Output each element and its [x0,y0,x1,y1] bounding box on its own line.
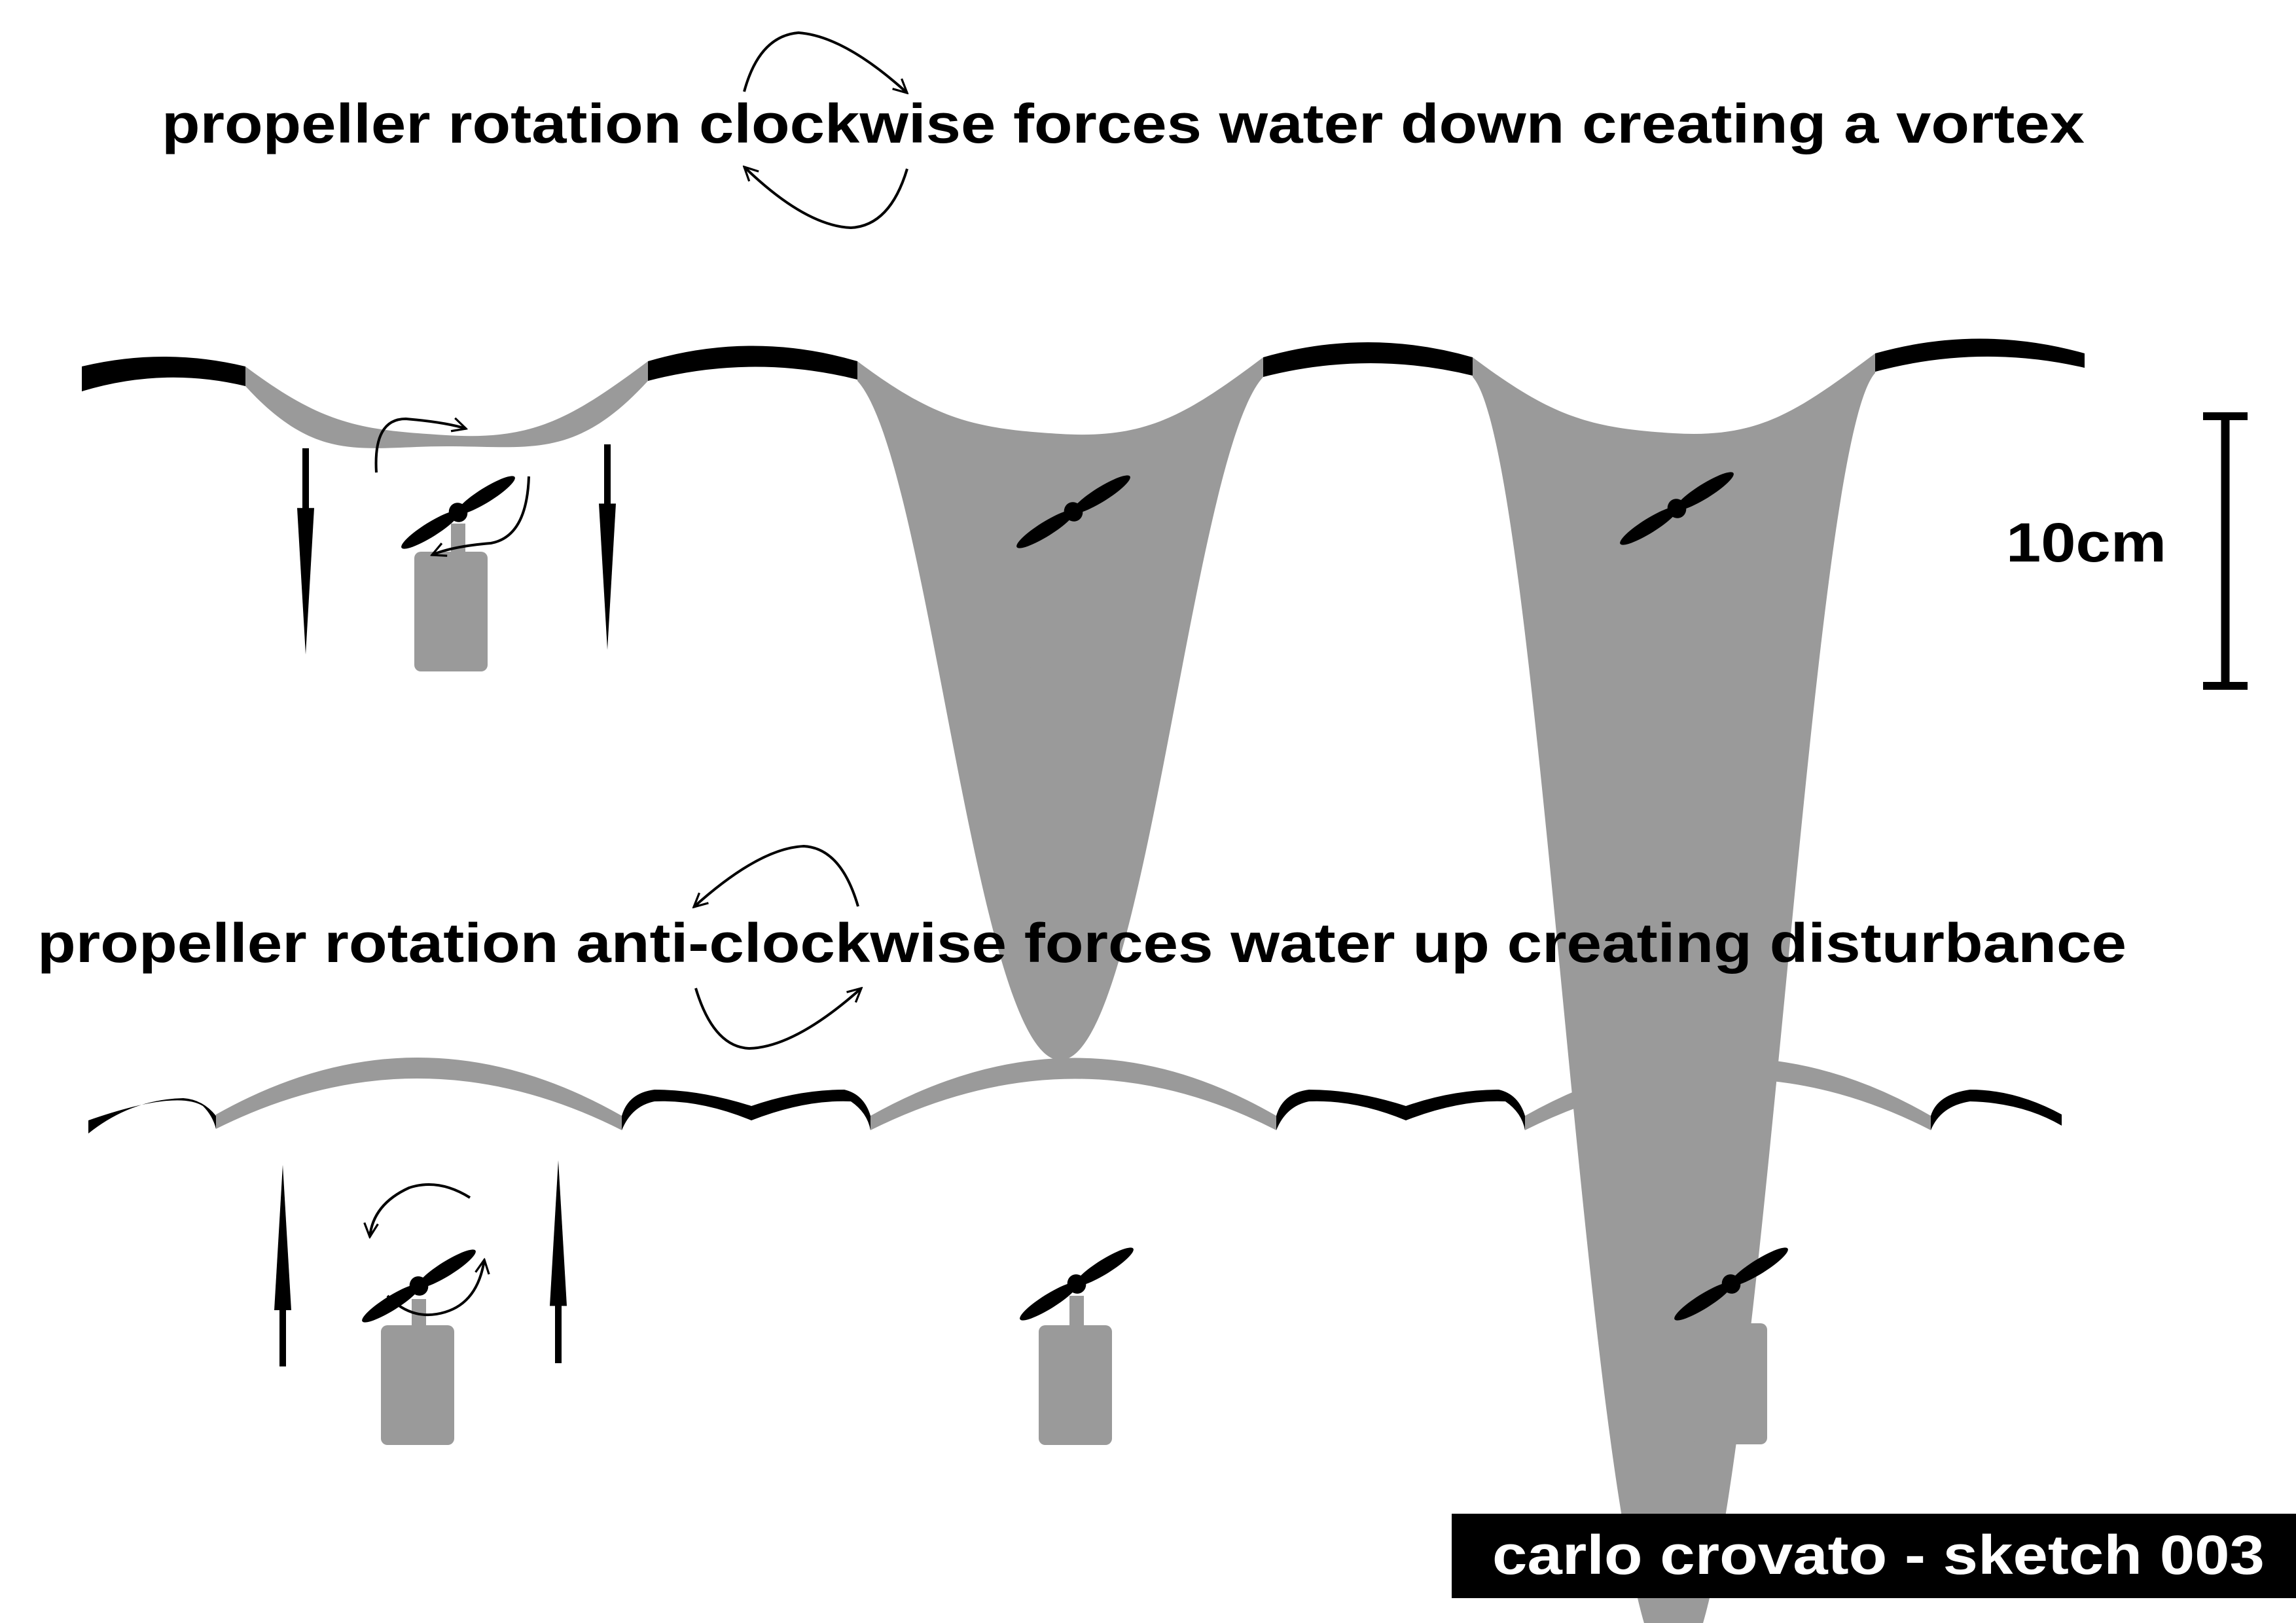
arrow-head [599,503,616,650]
bottom-caption-anticlockwise-rotation-icon [694,844,861,1050]
top-caption-clockwise-rotation-icon [743,31,908,230]
water-crest [648,346,857,381]
credit-background [1452,1514,2296,1598]
arrow-shaft [302,448,309,510]
motor-body [381,1325,454,1445]
propeller-blade [1071,475,1130,514]
credit-badge: carlo crovato - sketch 003 [1452,1514,2296,1598]
water-crest [82,357,245,391]
water-vortex-trough [1473,353,1875,1623]
motor-body [414,552,488,671]
water-crest [1875,338,2085,372]
water-scallop [88,1098,216,1133]
top-caption: propeller rotation clockwise forces wate… [162,93,2085,154]
propeller-blade [1020,1282,1079,1321]
propeller-blade [417,1249,476,1288]
propeller-motor-unit [1620,472,1734,667]
rotation-arrow-clockwise-bottom [744,167,908,230]
water-disturbance-mound [1525,1058,1931,1130]
motor-body [1039,1325,1112,1445]
arrow-up-icon [550,1160,567,1363]
bottom-panel: propeller rotation anti-clockwise forces… [37,844,2126,1445]
water-vortex-trough [857,357,1263,1060]
arrow-head [274,1165,291,1310]
motor-shaft [1670,514,1684,546]
motor-shaft [1069,1296,1084,1327]
propeller-blade [1075,1247,1134,1286]
water-disturbance-mound [870,1058,1276,1130]
propeller-hub [1667,499,1687,518]
top-panel: propeller rotation clockwise forces wate… [82,31,2085,1623]
propeller-hub [1067,1274,1086,1294]
propeller-motor-unit [1020,1247,1134,1445]
motor-body [1030,547,1103,670]
propeller-blade [456,476,515,514]
water-scallop [622,1090,870,1130]
propeller-blade [401,510,460,549]
propeller-motor-unit [1674,1247,1788,1444]
scale-bar: 10cm [2006,412,2248,690]
propeller-motor-unit [401,476,515,671]
bottom-propellers [362,1183,1788,1445]
propeller-motor-unit [1016,475,1130,670]
propeller-blades [1620,472,1734,545]
propeller-blades [401,476,515,549]
propeller-anticlockwise-arrow-bottom [386,1260,484,1317]
propeller-blade [1674,1282,1733,1321]
arrow-shaft [279,1309,286,1366]
propeller-blades [362,1249,476,1323]
motor-body [1694,1323,1767,1444]
top-flow-arrows [297,444,616,654]
propeller-blades [1016,475,1130,548]
propeller-blade [1620,507,1679,545]
propeller-hub [1721,1274,1741,1294]
arrow-shaft [604,444,611,505]
water-scallop [1276,1090,1525,1130]
bottom-caption: propeller rotation anti-clockwise forces… [37,912,2126,974]
propeller-blade [1729,1247,1788,1286]
propeller-anticlockwise-arrow-top [370,1183,471,1237]
propeller-blades [1020,1247,1134,1321]
water-scallop [1931,1090,2062,1130]
propeller-blade [1675,472,1734,510]
propeller-blade [1016,510,1075,548]
arrow-down-icon [297,448,314,654]
arrow-head [297,508,314,654]
top-water-surface [82,338,2085,1623]
rotation-arrow-clockwise-top [743,31,907,93]
rotation-arrow-anticlockwise-bottom [694,988,861,1050]
water-disturbance-mound [216,1057,622,1130]
arrow-shaft [555,1304,562,1363]
motor-shaft [1066,520,1081,548]
rotation-arrow-anticlockwise-top [694,844,859,907]
propeller-clockwise-arrow-top [374,419,466,473]
water-vortex-trough [245,361,648,448]
propeller-hub [448,503,468,522]
propeller-blade [362,1284,421,1323]
propeller-clockwise-arrow-bottom [432,476,530,555]
scale-bar-label: 10cm [2006,512,2166,573]
arrow-head [550,1160,567,1306]
propeller-blades [1674,1247,1788,1321]
water-crest [1263,342,1473,377]
top-propellers [374,419,1734,671]
propeller-motor-unit [362,1249,476,1445]
propeller-hub [1064,502,1083,522]
bottom-flow-arrows [274,1160,567,1366]
propeller-hub [409,1276,429,1296]
bottom-water-surface [88,1057,2062,1133]
motor-body [1641,544,1714,667]
arrow-down-icon [599,444,616,650]
credit-text: carlo crovato - sketch 003 [1492,1524,2265,1586]
arrow-up-icon [274,1165,291,1366]
motor-shaft [1724,1296,1738,1325]
